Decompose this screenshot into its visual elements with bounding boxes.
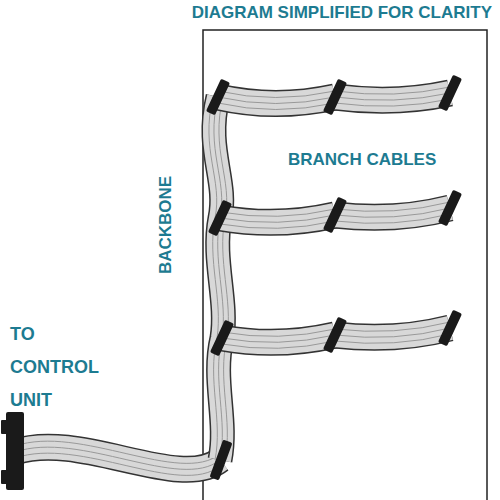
- feed-cable: [15, 441, 220, 475]
- backbone-cable: [209, 97, 228, 460]
- branch-cables: [218, 87, 450, 348]
- ribbon-connectors: [1, 75, 462, 490]
- enclosure-frame: [203, 30, 487, 500]
- branch-label: BRANCH CABLES: [288, 150, 436, 170]
- backbone-label: BACKBONE: [156, 176, 176, 274]
- diagram-title: DIAGRAM SIMPLIFIED FOR CLARITY: [192, 3, 492, 23]
- control-unit-label: TO CONTROL UNIT: [10, 318, 114, 417]
